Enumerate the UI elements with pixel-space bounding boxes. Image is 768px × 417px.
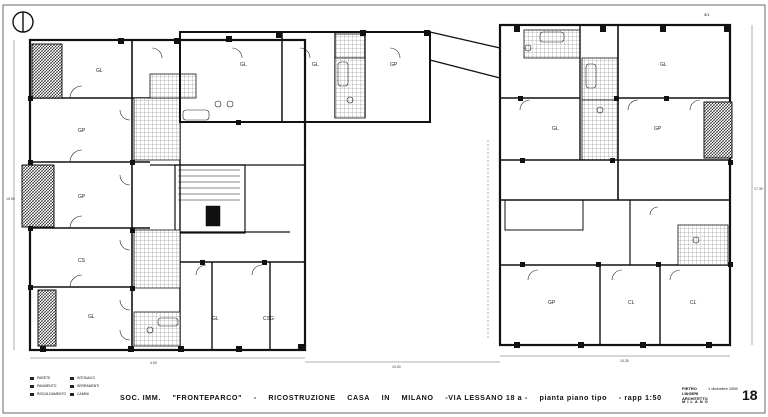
room-label: GP — [390, 62, 398, 68]
legend-label: RISCALDAMENTO — [37, 392, 67, 396]
north-arrow-icon — [12, 11, 34, 33]
tiled-areas — [133, 29, 619, 347]
room-label: CS — [78, 258, 86, 264]
dimension-label: 19.00 — [6, 197, 15, 201]
room-label: GL — [312, 62, 319, 68]
title-work: RICOSTRUZIONE — [268, 393, 336, 402]
title-block-city: MILANO — [682, 399, 710, 404]
stairs — [178, 169, 240, 227]
legend-label: INTONACO — [77, 376, 95, 380]
room-label: GP — [78, 128, 86, 134]
legend-item: CAMINI — [70, 392, 89, 396]
legend-swatch — [70, 392, 74, 396]
room-label: GP — [654, 126, 662, 132]
dimension-label: 10.00 — [392, 365, 401, 369]
architect-name: PIETRO LINGERI ARCHITETTO — [682, 386, 708, 401]
title-street: -VIA LESSANO 18 a - — [445, 393, 528, 402]
legend: PARETE INTONACO PAVIMENTO SERRAMENTI RIS… — [22, 372, 152, 402]
room-label: GP — [78, 194, 86, 200]
title-building: CASA — [347, 393, 371, 402]
title-society: SOC. IMM. — [120, 393, 161, 402]
legend-swatch — [30, 392, 34, 396]
title-dash: - — [253, 393, 257, 402]
top-middle-block — [179, 31, 501, 123]
dimension-label: 10.25 — [620, 359, 629, 363]
title-scale: - rapp 1:50 — [618, 393, 662, 402]
dimension-labels: 4.00 10.00 10.25 19.00 17.30 — [6, 187, 763, 369]
room-label: GL — [88, 314, 95, 320]
legend-item: INTONACO — [70, 376, 95, 380]
dimension-label: 4.00 — [150, 361, 157, 365]
door-swings — [69, 47, 701, 341]
legend-swatch — [30, 376, 34, 380]
legend-label: SERRAMENTI — [77, 384, 100, 388]
sheet-border — [2, 4, 766, 414]
room-label: GL — [552, 126, 559, 132]
title-prep: IN — [381, 393, 391, 402]
room-label: GL — [96, 68, 103, 74]
sheet-code: 3/1 — [704, 12, 710, 17]
legend-label: PARETE — [37, 376, 51, 380]
room-label: GL — [212, 316, 219, 322]
room-label: CSG — [263, 316, 274, 322]
dimension-lines — [13, 25, 753, 363]
legend-swatch — [30, 384, 34, 388]
sanitary-fixtures — [146, 31, 700, 334]
dimension-label: 17.30 — [754, 187, 763, 191]
room-label: GL — [240, 62, 247, 68]
legend-label: PAVIMENTO — [37, 384, 57, 388]
right-wing — [498, 23, 732, 347]
room-labels: GL GP GP CS GL GL CSG GL GL GP GL GP GL … — [78, 62, 697, 322]
room-label: CL — [690, 300, 697, 306]
structural-pillars — [28, 26, 733, 352]
room-label: GP — [548, 300, 556, 306]
legend-swatch — [70, 384, 74, 388]
left-balconies — [21, 43, 63, 347]
right-balcony — [703, 101, 733, 159]
legend-item: RISCALDAMENTO — [30, 392, 66, 396]
drawing-title: SOC. IMM. "FRONTEPARCO" - RICOSTRUZIONE … — [120, 393, 661, 407]
title-block: PIETRO LINGERI ARCHITETTO 1 dicembre 195… — [682, 383, 762, 409]
legend-item: PAVIMENTO — [30, 384, 56, 388]
sheet-number: 18 — [742, 387, 758, 403]
legend-label: CAMINI — [77, 392, 89, 396]
title-name: "FRONTEPARCO" — [172, 393, 243, 402]
legend-item: SERRAMENTI — [70, 384, 99, 388]
legend-swatch — [70, 376, 74, 380]
drawing-date: 1 dicembre 1950 — [708, 386, 738, 391]
title-city: MILANO — [401, 393, 434, 402]
room-label: GL — [660, 62, 667, 68]
title-drawing: pianta piano tipo — [539, 393, 608, 402]
legend-item: PARETE — [30, 376, 50, 380]
room-label: CL — [628, 300, 635, 306]
